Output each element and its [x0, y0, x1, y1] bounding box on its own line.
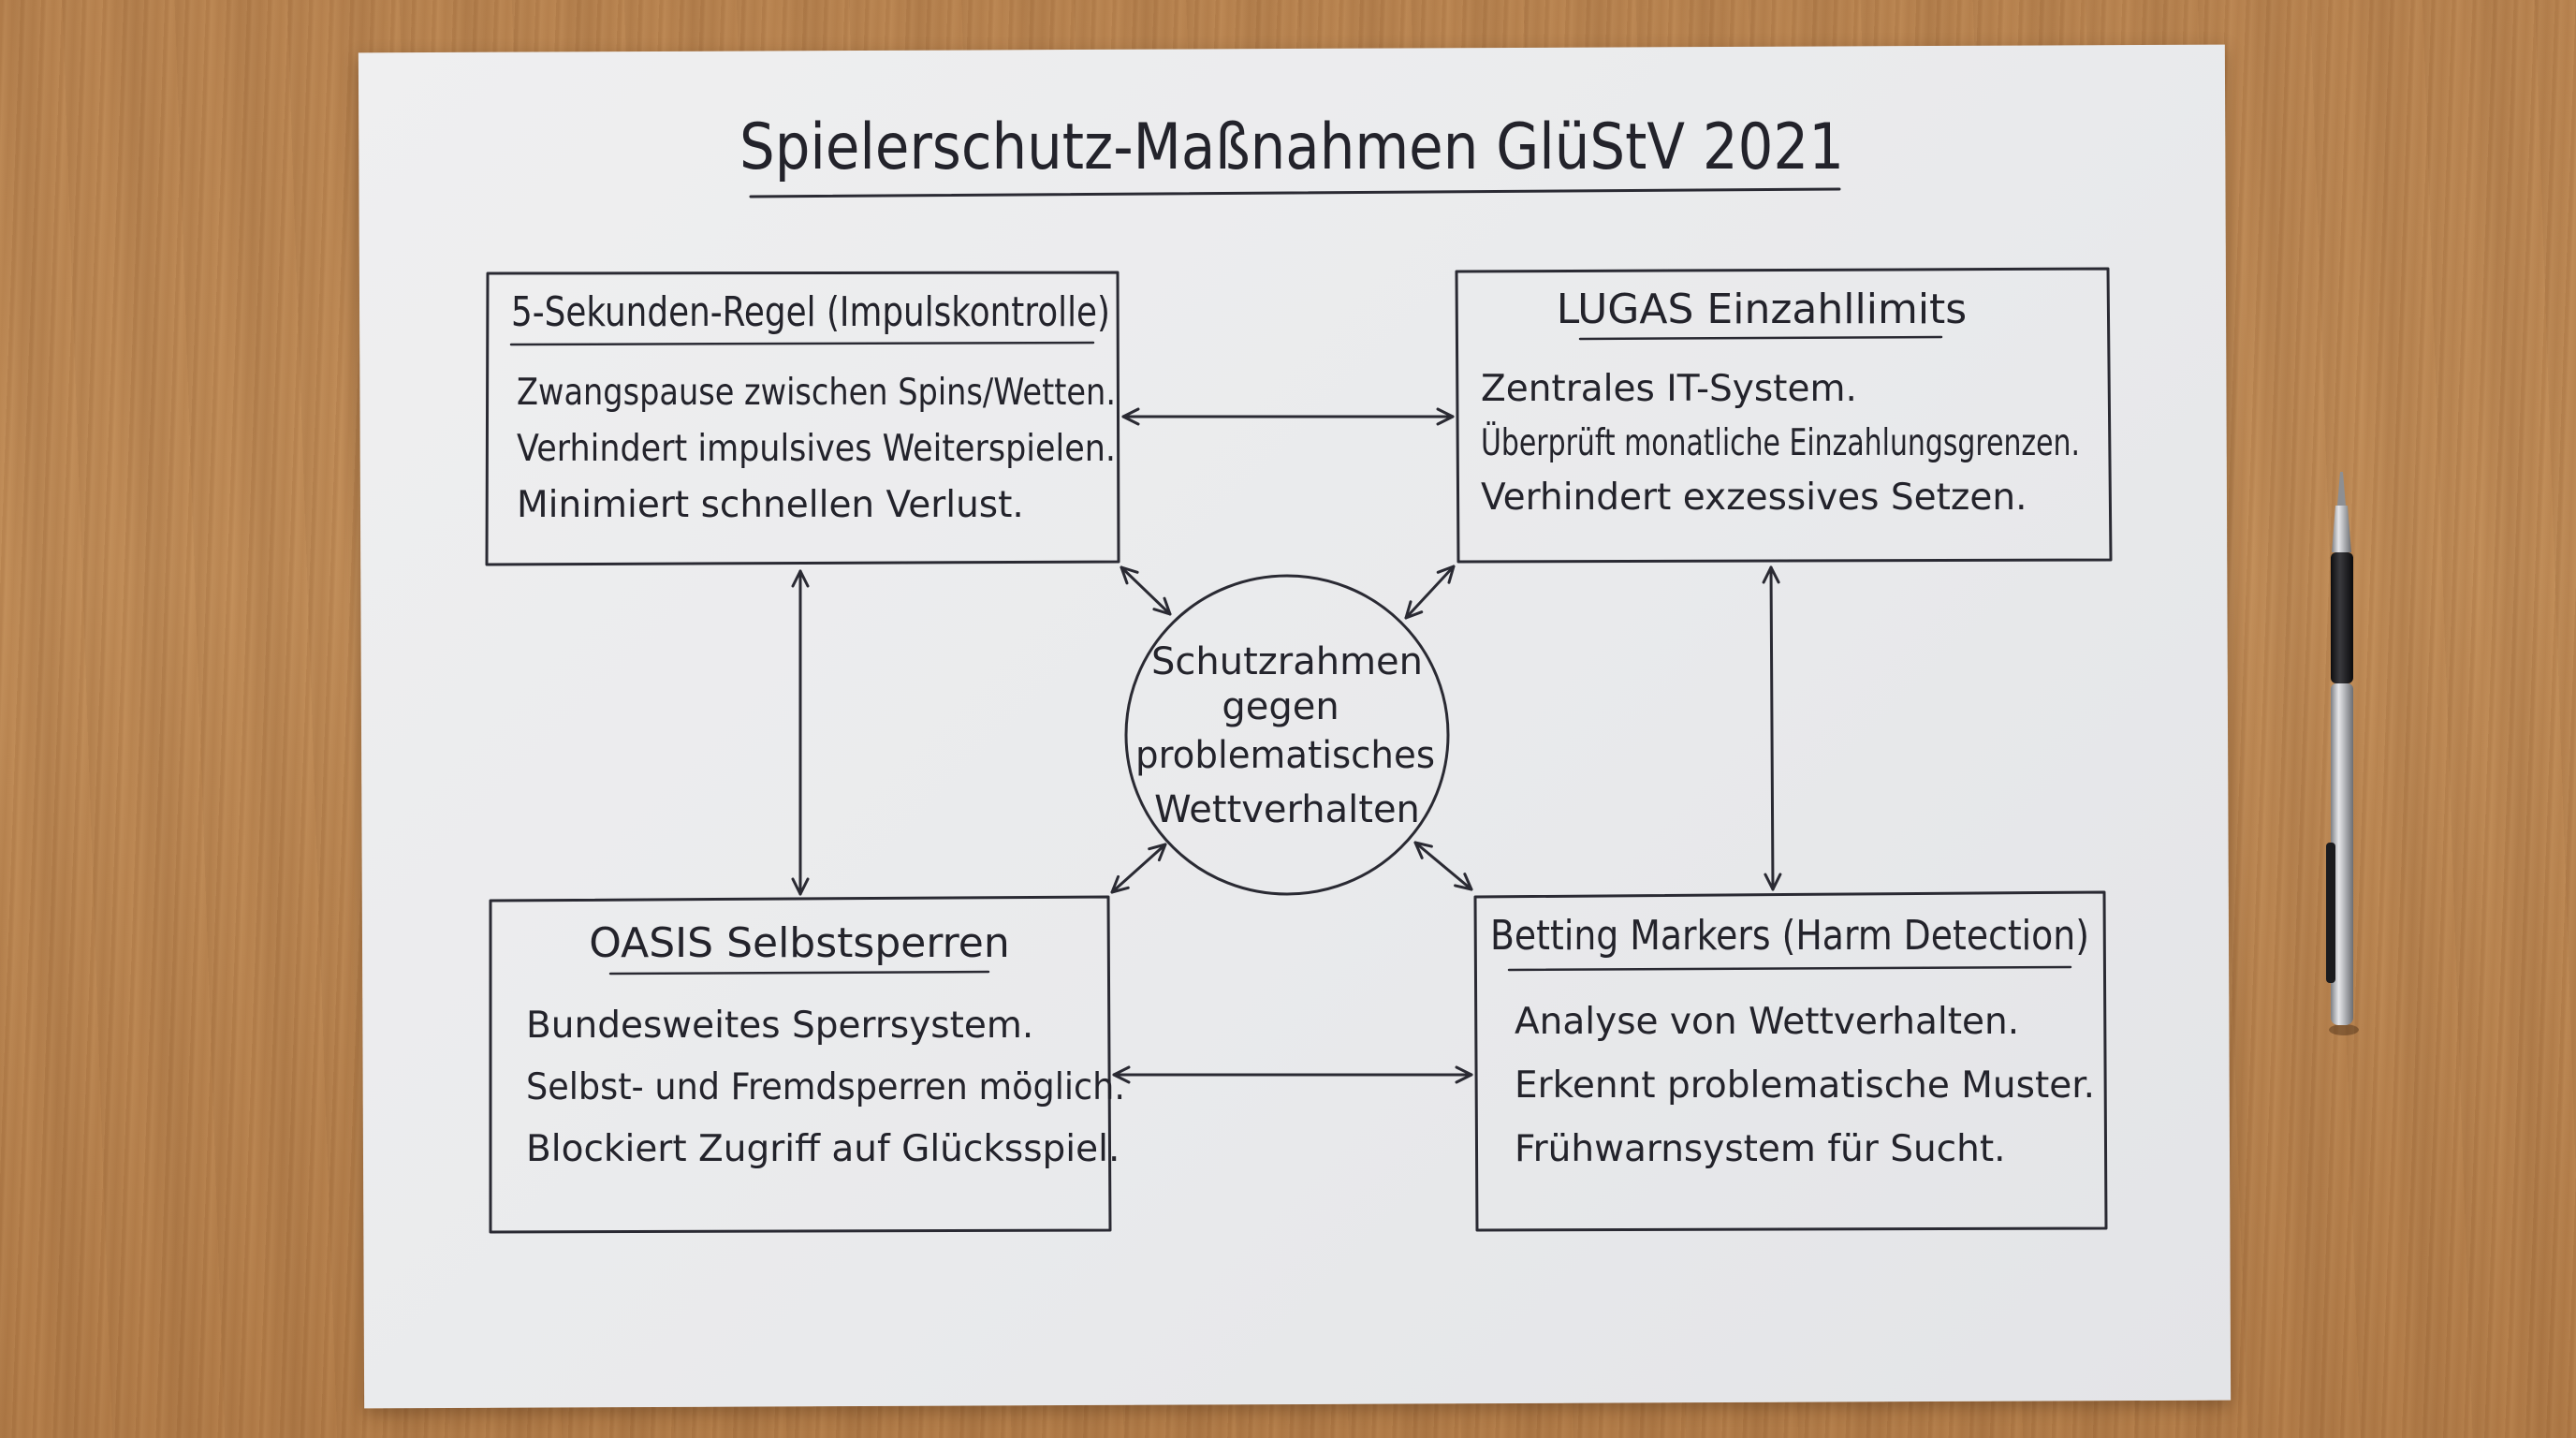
arrow-diag-top-right	[1404, 565, 1456, 620]
box-title: LUGAS Einzahllimits	[1557, 286, 1967, 333]
arrow-right	[1762, 565, 1782, 891]
center-circle-outline	[1124, 574, 1450, 896]
diagram-title: Spielerschutz-Maßnahmen GlüStV 2021	[739, 110, 1844, 198]
title-text: Spielerschutz-Maßnahmen GlüStV 2021	[739, 110, 1844, 184]
box-title: Betting Markers (Harm Detection)	[1490, 912, 2089, 960]
center-line-4: Wettverhalten	[1154, 788, 1420, 831]
box-border	[489, 895, 1112, 1234]
box-line-3: Verhindert exzessives Setzen.	[1481, 477, 2027, 519]
box-line-2: Selbst- und Fremdsperren möglich.	[526, 1066, 1125, 1108]
box-title-underline	[1578, 335, 1943, 341]
box-line-1: Bundesweites Sperrsystem.	[526, 1005, 1033, 1047]
center-line-1: Schutzrahmen	[1151, 640, 1423, 683]
box-line-2: Überprüft monatliche Einzahlungsgrenzen.	[1481, 421, 2080, 464]
box-title: OASIS Selbstsperren	[589, 919, 1009, 967]
box-title-underline	[1507, 965, 2072, 972]
title-underline	[749, 187, 1841, 198]
box-betting-markers: Betting Markers (Harm Detection) Analyse…	[1473, 890, 2108, 1232]
box-line-1: Zwangspause zwischen Spins/Wetten.	[517, 372, 1116, 414]
box-border	[485, 271, 1120, 566]
box-oasis-selbstsperren: OASIS Selbstsperren Bundesweites Sperrsy…	[489, 895, 1125, 1234]
box-line-1: Analyse von Wettverhalten.	[1515, 1001, 2019, 1043]
box-line-2: Erkennt problematische Muster.	[1515, 1064, 2095, 1107]
connectors	[791, 407, 1782, 1084]
box-line-2: Verhindert impulsives Weiterspielen.	[517, 428, 1116, 470]
center-line-3: problematisches	[1135, 734, 1435, 777]
box-line-1: Zentrales IT-System.	[1481, 368, 1857, 410]
box-title-underline	[509, 341, 1095, 346]
box-line-3: Frühwarnsystem für Sucht.	[1515, 1128, 2006, 1170]
box-border	[1455, 267, 2113, 564]
box-line-3: Minimiert schnellen Verlust.	[517, 484, 1024, 526]
arrow-diag-bottom-left	[1110, 843, 1167, 894]
box-5-sekunden-regel: 5-Sekunden-Regel (Impulskontrolle) Zwang…	[485, 271, 1120, 566]
pen-icon	[2326, 472, 2359, 1035]
center-circle: Schutzrahmen gegen problematisches Wettv…	[1124, 574, 1450, 896]
arrow-diag-top-left	[1120, 565, 1172, 616]
box-border	[1473, 890, 2108, 1232]
box-lugas-einzahllimits: LUGAS Einzahllimits Zentrales IT-System.…	[1455, 267, 2113, 564]
center-line-2: gegen	[1222, 685, 1339, 728]
box-title: 5-Sekunden-Regel (Impulskontrolle)	[511, 288, 1110, 336]
arrow-diag-bottom-right	[1413, 841, 1473, 891]
box-title-underline	[608, 970, 990, 976]
box-line-3: Blockiert Zugriff auf Glücksspiel.	[526, 1128, 1120, 1170]
